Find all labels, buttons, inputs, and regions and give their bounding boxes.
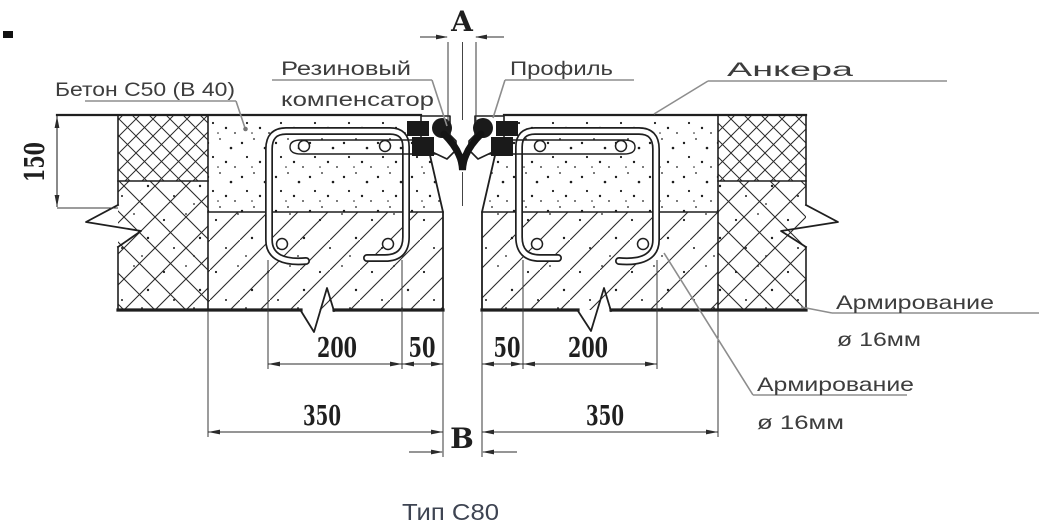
dim-gap-bottom: B [409, 311, 517, 457]
scan-artifact [3, 31, 13, 38]
rebar-section [530, 237, 544, 251]
leader-rubber [272, 79, 448, 127]
rebar-section [533, 139, 547, 153]
anchor-leg-right [496, 121, 518, 136]
dim-50-right: 50 [494, 333, 521, 364]
break-mark-left [85, 203, 142, 249]
marker-b: B [450, 422, 474, 455]
rebar-section [381, 237, 395, 251]
label-reinforcement-bottom-line1: Армирование [757, 374, 914, 396]
joint-assembly [407, 42, 518, 311]
anchor-leg-left [407, 121, 429, 136]
drawing-title: Тип C80 [402, 499, 499, 525]
rubber-membrane [440, 130, 485, 171]
dim-gap-top: A [420, 5, 504, 122]
rebar-section [297, 139, 311, 153]
concrete-sections [3, 31, 839, 333]
callout-leaders [85, 79, 1039, 396]
leader-reinforcement-bottom [663, 252, 907, 396]
rebar-cage-left [265, 127, 446, 266]
break-mark-bottom-left [299, 287, 336, 333]
callout-labels: Бетон C50 (B 40) Резиновый компенсатор П… [55, 58, 994, 434]
dim-200-right: 200 [568, 333, 608, 364]
leader-anchors [653, 80, 947, 115]
label-profile: Профиль [510, 58, 613, 80]
label-rubber-line1: Резиновый [281, 58, 411, 80]
dimensions: A 150 200 50 50 200 [20, 5, 719, 457]
break-mark-bottom-right [576, 287, 613, 332]
marker-a: A [450, 5, 474, 38]
dim-row-200-50: 200 50 50 200 [267, 260, 658, 369]
rebar-section [275, 237, 289, 251]
rebar-section [614, 139, 628, 153]
label-reinforcement-top-line1: Армирование [836, 292, 994, 314]
anchor-loop-right [479, 139, 636, 155]
gap-wall-left [427, 149, 444, 311]
label-reinforcement-bottom-line2: ø 16мм [757, 412, 844, 434]
label-anchors: Анкера [727, 59, 853, 81]
dim-recess-depth: 150 [20, 116, 118, 209]
pavement-right [718, 115, 806, 181]
dim-50-left: 50 [409, 333, 436, 364]
dim-350-right: 350 [586, 401, 624, 432]
rebar-section [378, 139, 392, 153]
leader-concrete [85, 100, 246, 129]
dim-150: 150 [20, 142, 51, 182]
anchor-loop-left [289, 139, 446, 155]
label-concrete: Бетон C50 (B 40) [55, 79, 235, 101]
gap-wall-right [481, 149, 498, 311]
dim-350-left: 350 [303, 401, 341, 432]
label-rubber-line2: компенсатор [281, 89, 434, 111]
leader-reinforcement-top [800, 306, 1039, 314]
rebar-cage-right [479, 127, 660, 266]
leader-profile [492, 79, 634, 119]
dim-row-350: 350 350 [207, 311, 719, 437]
dim-200-left: 200 [317, 333, 357, 364]
leader-dot [243, 126, 248, 132]
label-reinforcement-top-line2: ø 16мм [837, 329, 921, 351]
break-mark-right [780, 203, 839, 249]
pavement-left [118, 115, 208, 181]
rebar-section [636, 237, 650, 251]
